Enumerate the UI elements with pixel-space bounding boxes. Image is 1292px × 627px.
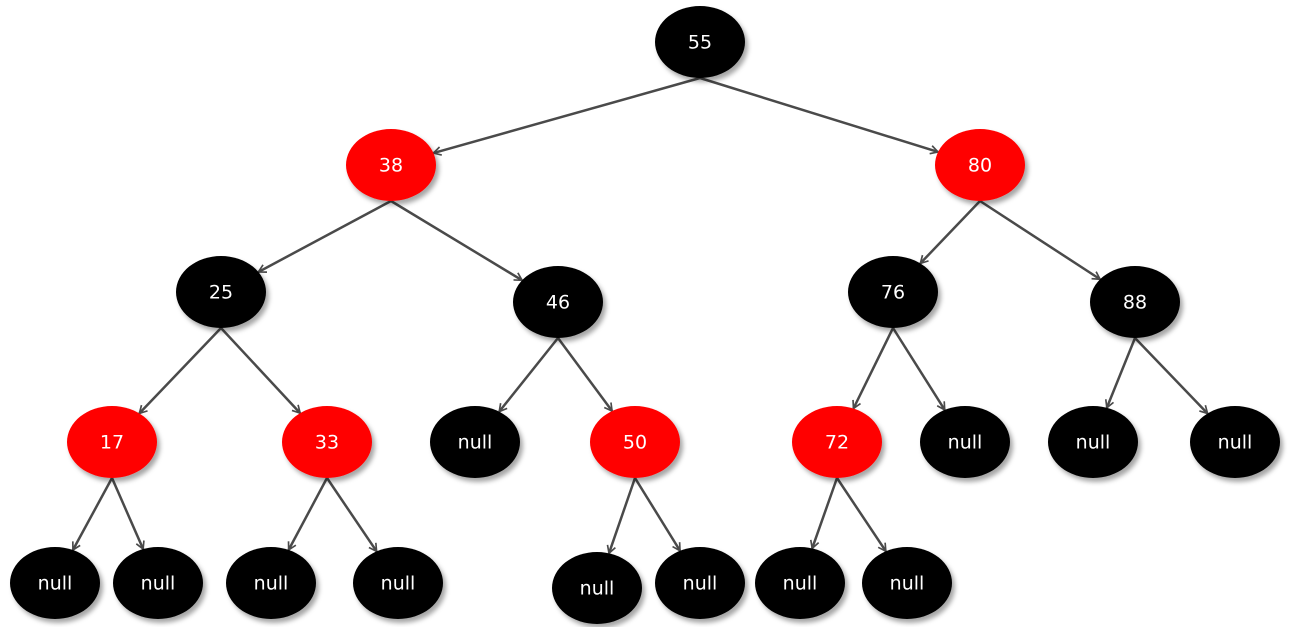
tree-node-null88L: null <box>1048 406 1138 478</box>
node-label: null <box>38 573 73 595</box>
tree-node-null17R: null <box>113 547 203 619</box>
tree-node-n55: 55 <box>655 6 745 78</box>
node-ellipse-black <box>113 547 203 619</box>
node-ellipse-red <box>935 129 1025 201</box>
node-ellipse-red <box>346 129 436 201</box>
tree-node-n50: 50 <box>590 406 680 478</box>
node-label: null <box>948 432 983 454</box>
node-label: null <box>254 573 289 595</box>
node-ellipse-red <box>590 406 680 478</box>
node-label: 33 <box>315 432 339 454</box>
tree-node-null33R: null <box>353 547 443 619</box>
node-label: 55 <box>688 32 712 54</box>
tree-node-null17L: null <box>10 547 100 619</box>
node-ellipse-black <box>848 256 938 328</box>
node-ellipse-black <box>655 547 745 619</box>
tree-node-null50R: null <box>655 547 745 619</box>
tree-node-null76R: null <box>920 406 1010 478</box>
nodes-layer: 55 38 80 25 46 76 88 17 33 null 50 72 null null null nu… <box>10 6 1280 624</box>
node-ellipse-black <box>353 547 443 619</box>
node-label: null <box>381 573 416 595</box>
node-ellipse-black <box>513 266 603 338</box>
node-ellipse-black <box>1090 266 1180 338</box>
edge-n50-null50R <box>633 477 682 551</box>
edge-n17-null17L <box>71 477 114 550</box>
node-label: 88 <box>1123 292 1147 314</box>
edge-n55-n80 <box>699 76 938 152</box>
edge-n25-n33 <box>220 327 300 413</box>
node-label: null <box>783 573 818 595</box>
node-ellipse-black <box>430 406 520 478</box>
node-ellipse-red <box>67 406 157 478</box>
tree-node-n38: 38 <box>346 129 436 201</box>
edge-n88-null88R <box>1134 337 1208 413</box>
edge-n76-null76R <box>891 327 946 410</box>
node-label: null <box>1076 432 1111 454</box>
edge-n38-n46 <box>390 199 522 282</box>
edge-n33-null33L <box>287 477 329 550</box>
edge-n72-null72L <box>812 477 839 548</box>
edge-n50-null50L <box>609 477 637 553</box>
node-label: 17 <box>100 432 124 454</box>
node-ellipse-black <box>552 552 642 624</box>
edges-layer <box>71 76 1208 553</box>
edge-n76-n72 <box>853 327 895 408</box>
node-label: 46 <box>546 292 570 314</box>
node-label: null <box>1218 432 1253 454</box>
tree-node-n76: 76 <box>848 256 938 328</box>
node-label: 38 <box>379 155 403 177</box>
node-ellipse-black <box>920 406 1010 478</box>
tree-node-null33L: null <box>226 547 316 619</box>
node-ellipse-black <box>862 547 952 619</box>
node-label: 76 <box>881 282 905 304</box>
node-ellipse-black <box>755 547 845 619</box>
edge-n55-n38 <box>433 76 701 153</box>
node-label: null <box>141 573 176 595</box>
node-ellipse-black <box>226 547 316 619</box>
node-ellipse-black <box>1048 406 1138 478</box>
tree-node-n72: 72 <box>792 406 882 478</box>
tree-node-n17: 17 <box>67 406 157 478</box>
edge-n17-null17R <box>110 477 143 549</box>
tree-node-n80: 80 <box>935 129 1025 201</box>
node-label: null <box>683 573 718 595</box>
node-ellipse-black <box>1190 406 1280 478</box>
edge-n46-null46L <box>499 337 559 412</box>
node-ellipse-black <box>655 6 745 78</box>
tree-node-n88: 88 <box>1090 266 1180 338</box>
node-label: null <box>458 432 493 454</box>
node-ellipse-black <box>10 547 100 619</box>
tree-node-n46: 46 <box>513 266 603 338</box>
tree-node-n33: 33 <box>282 406 372 478</box>
edge-n88-null88L <box>1107 337 1137 408</box>
node-label: 80 <box>968 155 992 177</box>
edge-n80-n88 <box>979 199 1100 281</box>
edge-n72-null72R <box>835 477 887 551</box>
node-label: 72 <box>825 432 849 454</box>
node-label: 25 <box>209 282 233 304</box>
edge-n33-null33R <box>325 477 378 551</box>
tree-node-null72L: null <box>755 547 845 619</box>
tree-node-null72R: null <box>862 547 952 619</box>
edge-n25-n17 <box>139 327 222 413</box>
node-ellipse-red <box>282 406 372 478</box>
edge-n38-n25 <box>258 199 392 274</box>
node-ellipse-black <box>176 256 266 328</box>
node-ellipse-red <box>792 406 882 478</box>
tree-node-n25: 25 <box>176 256 266 328</box>
node-label: null <box>580 578 615 600</box>
node-label: 50 <box>623 432 647 454</box>
tree-node-null46L: null <box>430 406 520 478</box>
node-label: null <box>890 573 925 595</box>
tree-node-null50L: null <box>552 552 642 624</box>
tree-node-null88R: null <box>1190 406 1280 478</box>
edge-n46-n50 <box>556 337 612 411</box>
edge-n80-n76 <box>920 200 981 263</box>
